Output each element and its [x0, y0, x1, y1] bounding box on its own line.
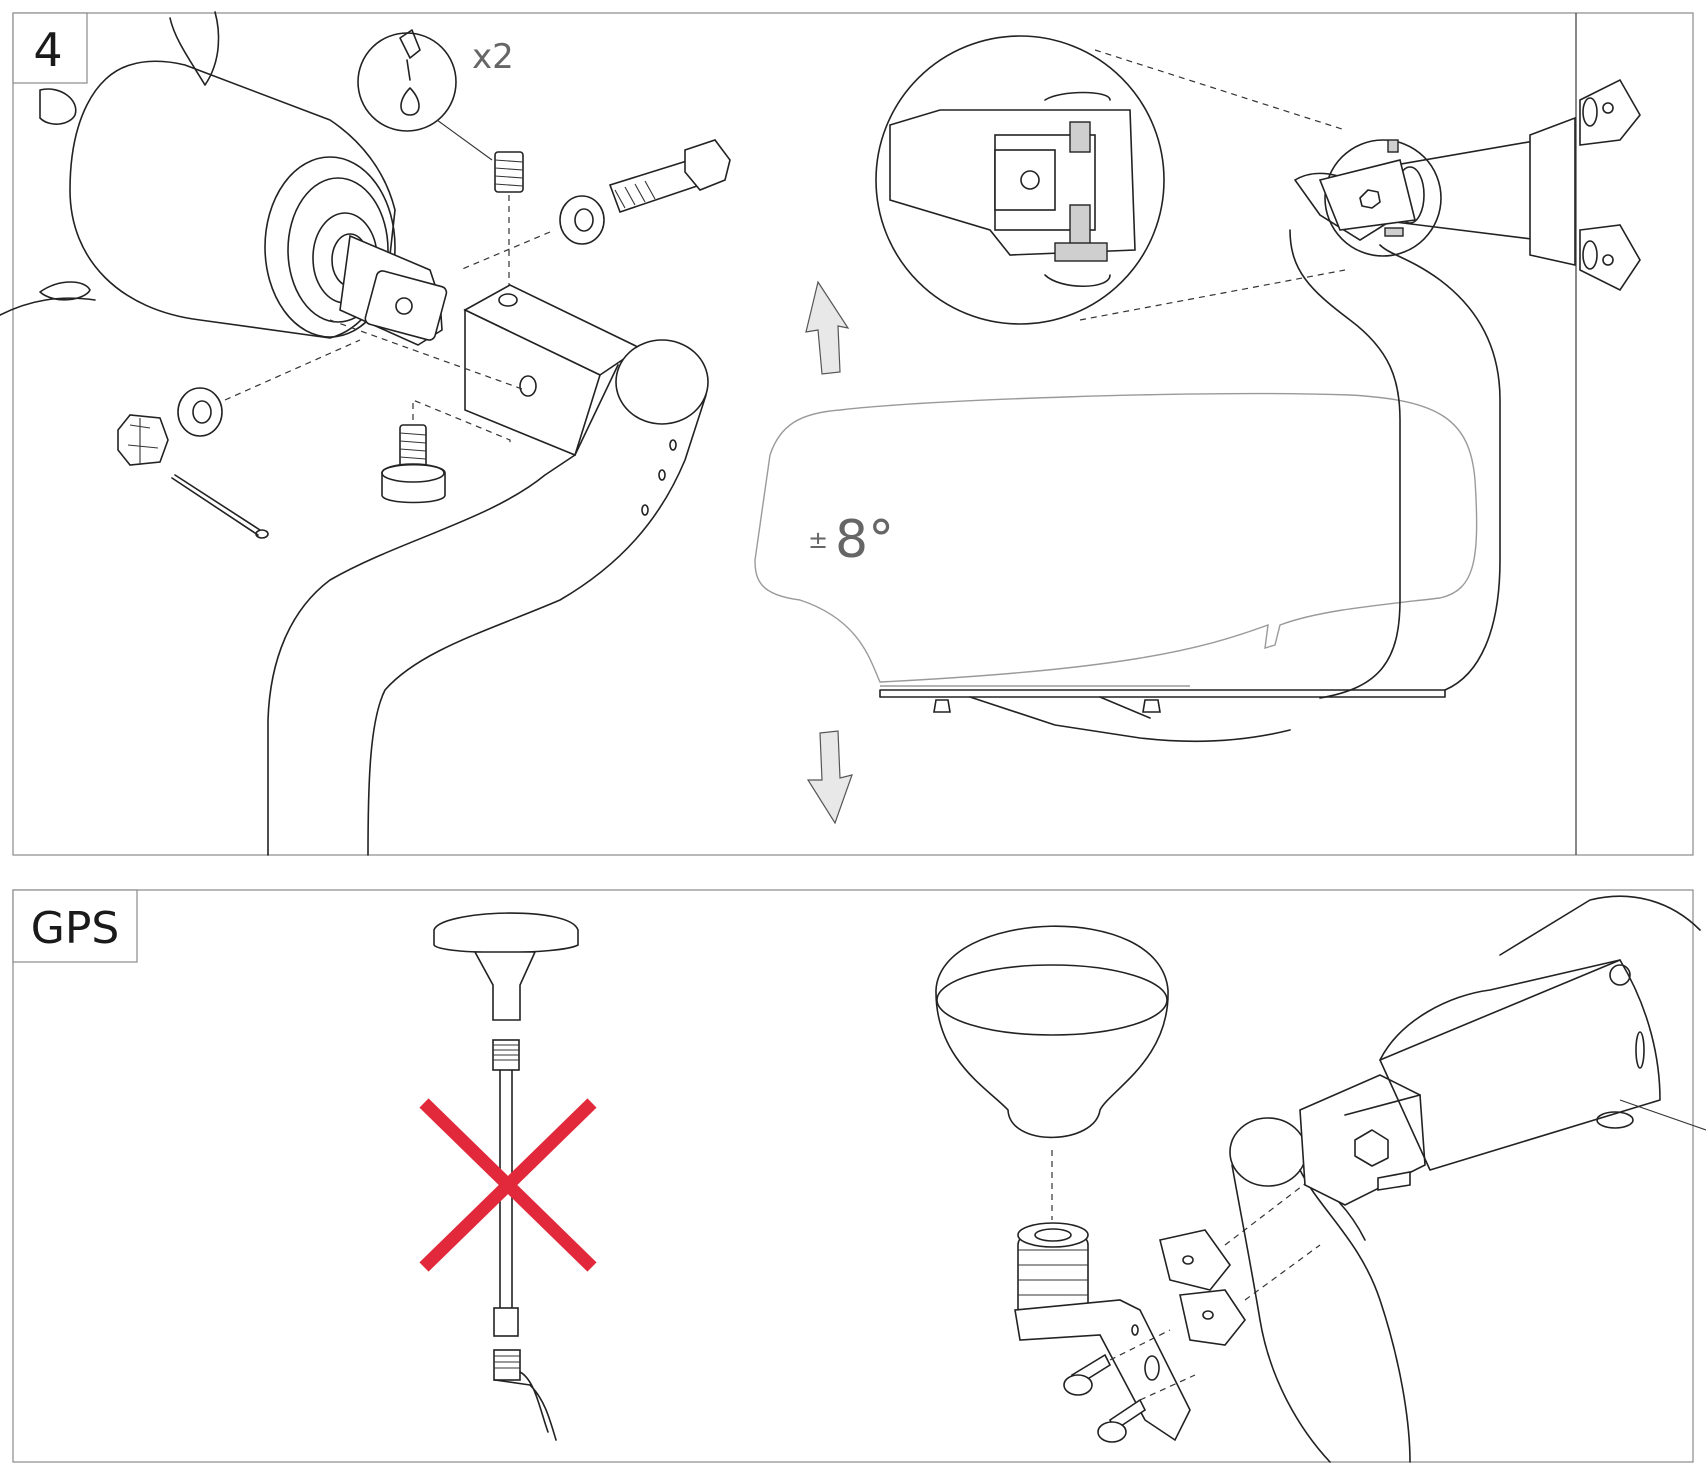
panel-gps: GPS	[12, 889, 1706, 1463]
down-arrow-icon	[806, 730, 853, 825]
display-outline	[754, 392, 1478, 687]
gps-mount-arm	[1229, 895, 1706, 1463]
up-arrow-icon	[805, 280, 850, 375]
step-label-box	[12, 12, 88, 84]
lower-screw	[381, 399, 511, 504]
prohibited-cross-icon	[419, 1098, 597, 1272]
adapter-bracket	[1014, 1179, 1321, 1443]
glue-drop-icon	[357, 29, 493, 161]
castle-nut-set	[117, 339, 361, 539]
angle-sign: ±	[808, 526, 828, 554]
panel-step-4: 4 x2	[0, 11, 1694, 856]
mount-arm	[267, 339, 709, 856]
panel-frame	[12, 12, 1694, 856]
gps-label-box	[12, 889, 138, 963]
antenna-rod	[433, 912, 579, 1441]
quantity-multiplier: x2	[472, 37, 514, 77]
step-number: 4	[33, 23, 62, 77]
detail-callout	[875, 35, 1442, 325]
gps-antenna-dome	[935, 925, 1169, 1220]
gps-title: GPS	[31, 903, 120, 954]
set-screw	[494, 151, 524, 285]
bolt	[459, 139, 731, 271]
angle-value: 8°	[835, 510, 894, 570]
panel-frame	[12, 889, 1694, 1463]
motor-housing	[0, 11, 448, 346]
